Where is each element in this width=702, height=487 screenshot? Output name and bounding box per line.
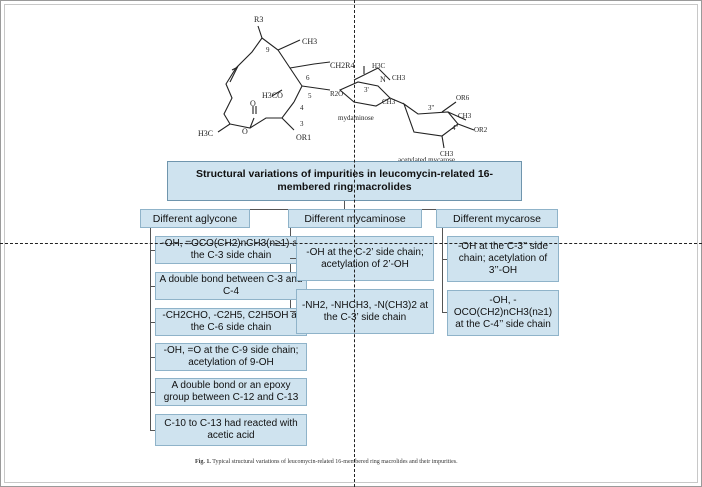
label-c5: 5 bbox=[308, 92, 312, 100]
label-h3co: H3CO bbox=[262, 91, 283, 100]
branch-stub bbox=[150, 250, 155, 251]
mycarose-item: -OH, -OCO(CH2)nCH3(n≥1) at the C-4’’ sid… bbox=[447, 290, 559, 336]
branch-stub bbox=[150, 430, 155, 431]
label-r3: R3 bbox=[254, 15, 263, 24]
caption-fig-label: Fig. 1. bbox=[195, 459, 211, 465]
aglycone-item: A double bond between C-3 and C-4 bbox=[155, 272, 307, 300]
branch-stub bbox=[150, 322, 155, 323]
label-ch3-ring: CH3 bbox=[382, 98, 396, 106]
branch-stub bbox=[150, 286, 155, 287]
chemical-structure: R3 9 CH3 CH2R4 H3C N CH3 6 5 4 3 3' H3CO… bbox=[198, 15, 488, 164]
label-c4: 4 bbox=[300, 104, 304, 112]
label-ch2r4: CH2R4 bbox=[330, 61, 354, 70]
connector-col1-vertical bbox=[150, 228, 151, 431]
branch-stub bbox=[442, 259, 447, 260]
aglycone-item: A double bond or an epoxy group between … bbox=[155, 378, 307, 406]
label-n: N bbox=[380, 75, 386, 84]
branch-stub bbox=[150, 392, 155, 393]
figure-caption: Fig. 1. Typical structural variations of… bbox=[195, 459, 458, 465]
connector-col3-vertical bbox=[442, 228, 443, 312]
label-or1: OR1 bbox=[296, 133, 311, 142]
aglycone-item: -OH, =OCO(CH2)nCH3(n≥1) at the C-3 side … bbox=[155, 236, 307, 264]
label-or2: OR2 bbox=[474, 126, 488, 134]
category-mycaminose: Different mycaminose bbox=[288, 209, 422, 228]
label-ch3-mycarose: CH3 bbox=[458, 112, 472, 120]
branch-stub bbox=[150, 357, 155, 358]
label-c4pp: 4'' bbox=[452, 124, 458, 132]
aglycone-item: C-10 to C-13 had reacted with acetic aci… bbox=[155, 414, 307, 446]
branch-stub bbox=[290, 311, 296, 312]
label-o-lactone: O bbox=[242, 127, 248, 136]
label-h3c-left: H3C bbox=[198, 129, 213, 138]
label-c9: 9 bbox=[266, 46, 270, 54]
label-acetylated-mycarose: acetylated mycarose bbox=[398, 156, 455, 164]
branch-stub bbox=[290, 258, 296, 259]
label-ch3-bottom: CH3 bbox=[440, 150, 454, 158]
label-c6: 6 bbox=[306, 74, 310, 82]
label-or6: OR6 bbox=[456, 94, 470, 102]
caption-text: Typical structural variations of leucomy… bbox=[212, 459, 458, 465]
label-c3: 3 bbox=[300, 120, 304, 128]
connector-title-down bbox=[344, 201, 345, 209]
mycaminose-item: -NH2, -NHCH3, -N(CH3)2 at the C-3’ side … bbox=[296, 289, 434, 334]
category-mycarose: Different mycarose bbox=[436, 209, 558, 228]
diagram-title: Structural variations of impurities in l… bbox=[167, 161, 522, 201]
branch-stub bbox=[442, 312, 447, 313]
label-r2o: R2O bbox=[330, 90, 343, 98]
aglycone-item: -CH2CHO, -C2H5, C2H5OH at the C-6 side c… bbox=[155, 308, 307, 336]
category-aglycone: Different aglycone bbox=[140, 209, 250, 228]
label-mydaminose: mydaminose bbox=[338, 114, 374, 122]
label-ch3-top: CH3 bbox=[302, 37, 317, 46]
label-h3c-n: H3C bbox=[372, 62, 386, 70]
label-o-carbonyl: O bbox=[250, 99, 256, 108]
label-c3p: 3' bbox=[364, 86, 369, 94]
aglycone-item: -OH, =O at the C-9 side chain; acetylati… bbox=[155, 343, 307, 371]
label-c3pp: 3'' bbox=[428, 104, 434, 112]
horizontal-guide-line bbox=[0, 243, 702, 244]
label-ch3-n: CH3 bbox=[392, 74, 406, 82]
